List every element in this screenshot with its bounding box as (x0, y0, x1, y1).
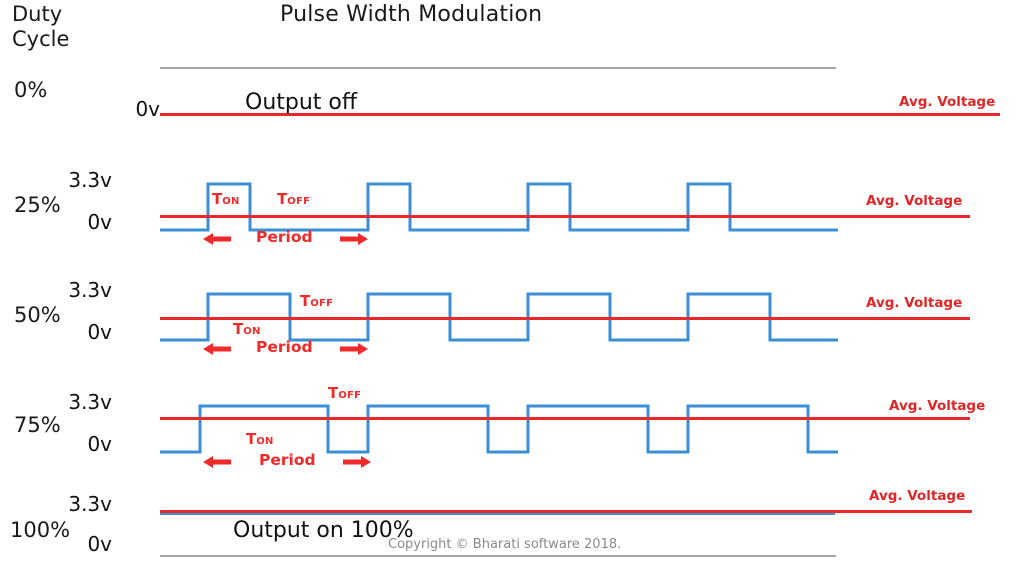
duty-cycle-heading: Duty Cycle (12, 2, 122, 52)
period-arrow-right-50 (340, 343, 368, 355)
period-arrow-right-25 (340, 233, 368, 245)
duty-label-50: 50% (14, 303, 61, 327)
avg-voltage-line-75 (160, 417, 970, 420)
axis-label-low-50: 0v (87, 320, 112, 344)
duty-label-25: 25% (14, 193, 61, 217)
waveform-100 (160, 512, 835, 515)
duty-row-25: 25% 3.3v 0v Avg. Voltage TON TOFF Period (0, 160, 1024, 265)
t-off-label-50: TOFF (300, 292, 333, 310)
duty-row-100: 100% 3.3v 0v Avg. Voltage Output on 100%… (0, 485, 1024, 574)
duty-row-0: 0% 0v Output off Avg. Voltage (0, 0, 1024, 140)
t-on-prefix-75: T (246, 430, 257, 448)
period-arrow-left-25 (203, 233, 231, 245)
avg-voltage-line-25 (160, 215, 970, 218)
duty-row-75: 75% 3.3v 0v Avg. Voltage TON TOFF Period (0, 380, 1024, 485)
t-off-sub-25: OFF (287, 196, 311, 207)
axis-label-low-0: 0v (135, 97, 160, 121)
period-label-25: Period (256, 228, 313, 246)
period-label-50: Period (256, 338, 313, 356)
caption-100: Output on 100% (233, 518, 414, 543)
period-label-75: Period (259, 451, 316, 469)
duty-label-0: 0% (14, 78, 48, 102)
t-on-label-25: TON (212, 190, 240, 208)
page-title: Pulse Width Modulation (280, 2, 543, 27)
t-on-prefix-25: T (212, 190, 223, 208)
duty-cycle-heading-line2: Cycle (12, 27, 70, 51)
avg-voltage-line-100 (160, 510, 972, 513)
avg-voltage-label-75: Avg. Voltage (889, 398, 986, 414)
duty-label-100: 100% (10, 518, 71, 542)
t-off-label-25: TOFF (277, 190, 310, 208)
t-on-sub-75: ON (256, 436, 274, 447)
period-arrow-left-75 (203, 456, 231, 468)
avg-voltage-label-0: Avg. Voltage (899, 94, 996, 110)
waveform-75 (160, 404, 838, 454)
caption-0: Output off (245, 90, 358, 115)
axis-label-high-50: 3.3v (68, 278, 112, 302)
waveform-25 (160, 182, 838, 232)
reference-line-low-100 (160, 555, 836, 557)
axis-label-low-25: 0v (87, 210, 112, 234)
avg-voltage-line-0 (160, 113, 1000, 116)
period-arrow-right-75 (343, 456, 371, 468)
t-on-label-50: TON (233, 320, 261, 338)
axis-label-high-25: 3.3v (68, 168, 112, 192)
t-off-prefix-50: T (300, 292, 311, 310)
avg-voltage-line-50 (160, 317, 970, 320)
axis-label-low-100: 0v (87, 532, 112, 556)
t-on-sub-25: ON (222, 196, 240, 207)
duty-label-75: 75% (14, 413, 61, 437)
t-off-sub-75: OFF (338, 390, 362, 401)
t-off-sub-50: OFF (310, 298, 334, 309)
avg-voltage-label-25: Avg. Voltage (866, 193, 963, 209)
t-off-label-75: TOFF (328, 384, 361, 402)
t-off-prefix-25: T (277, 190, 288, 208)
t-off-prefix-75: T (328, 384, 339, 402)
duty-row-50: 50% 3.3v 0v Avg. Voltage TON TOFF Period (0, 270, 1024, 375)
avg-voltage-label-50: Avg. Voltage (866, 295, 963, 311)
t-on-prefix-50: T (233, 320, 244, 338)
axis-label-high-75: 3.3v (68, 390, 112, 414)
avg-voltage-label-100: Avg. Voltage (869, 488, 966, 504)
waveform-50 (160, 292, 838, 342)
axis-label-low-75: 0v (87, 432, 112, 456)
axis-label-high-100: 3.3v (68, 492, 112, 516)
t-on-sub-50: ON (243, 326, 261, 337)
copyright-text: Copyright © Bharati software 2018. (388, 537, 622, 552)
period-arrow-left-50 (203, 343, 231, 355)
reference-line-high-0 (160, 67, 836, 69)
duty-cycle-heading-line1: Duty (12, 2, 63, 26)
t-on-label-75: TON (246, 430, 274, 448)
